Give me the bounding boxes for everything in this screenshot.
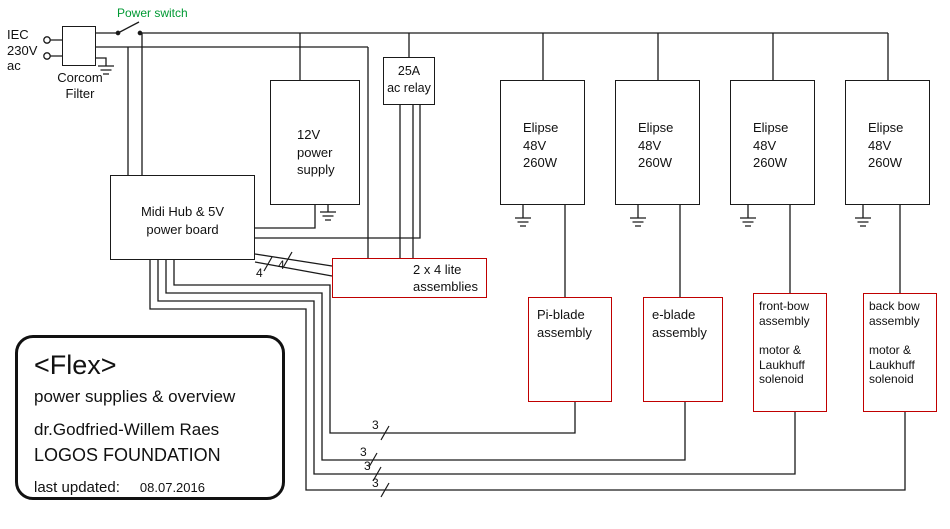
wire-count-label: 3 — [372, 476, 379, 490]
wire-count-label: 3 — [360, 445, 367, 459]
psu-12v-box: 12V power supply — [270, 80, 360, 205]
corcom-filter-label: Corcom Filter — [57, 70, 103, 101]
updated-label: last updated: — [34, 479, 120, 496]
wire-count-label: 3 — [372, 418, 379, 432]
power-switch-label: Power switch — [117, 6, 188, 20]
mains-neutral-bus-wire — [96, 46, 369, 258]
title-block-author: dr.Godfried-Willem Raes — [34, 420, 220, 439]
power-switch-icon — [96, 21, 143, 36]
title-block-updated-row: last updated: 08.07.2016 — [34, 479, 266, 496]
mains-live-bus-wire — [140, 32, 889, 80]
wire-count-label: 3 — [364, 459, 371, 473]
title-block-subtitle: power supplies & overview — [34, 387, 236, 406]
wire-count-label: 4 — [256, 266, 263, 280]
corcom-filter-box — [62, 26, 96, 66]
back-bow-assembly-box: back bow assembly motor & Laukhuff solen… — [863, 293, 937, 412]
pi-blade-assembly-box: Pi-blade assembly — [528, 297, 612, 402]
elipse-to-assembly-wires — [564, 205, 901, 297]
front-bow-assembly-box: front-bow assembly motor & Laukhuff sole… — [753, 293, 827, 412]
elipse-psu-box-2: Elipse 48V 260W — [615, 80, 700, 205]
psu12-ground-icon — [320, 205, 336, 221]
midihub-to-lites-bundle-wires — [254, 253, 333, 277]
title-block-title: <Flex> — [34, 350, 117, 380]
elipse-psu-box-3: Elipse 48V 260W — [730, 80, 815, 205]
lite-assemblies-box: 2 x 4 lite assemblies — [332, 258, 487, 298]
title-block-organization: LOGOS FOUNDATION — [34, 445, 221, 465]
elipse-psu-box-1: Elipse 48V 260W — [500, 80, 585, 205]
midi-hub-feed-wires — [127, 33, 143, 175]
bottom-control-bus-wires — [149, 260, 906, 491]
elipse-psu-box-4: Elipse 48V 260W — [845, 80, 930, 205]
updated-date: 08.07.2016 — [139, 480, 205, 495]
corcom-ground-icon — [96, 57, 114, 75]
wire-count-slash-marks — [263, 251, 390, 498]
elipse-ground-icons — [515, 205, 871, 227]
psu12-to-midihub-wire — [255, 205, 316, 229]
iec-input-label: IEC 230V ac — [7, 27, 38, 74]
iec-connector-icon — [43, 36, 62, 60]
e-blade-assembly-box: e-blade assembly — [643, 297, 723, 402]
relay-output-wires — [399, 105, 414, 267]
wire-count-label: 4 — [278, 258, 285, 272]
relay-control-wire — [255, 105, 421, 239]
midi-hub-box: Midi Hub & 5V power board — [110, 175, 255, 260]
ac-relay-box: 25A ac relay — [383, 57, 435, 105]
lite-assemblies-label: 2 x 4 lite assemblies — [413, 262, 479, 294]
title-block: <Flex> power supplies & overview dr.Godf… — [15, 335, 285, 500]
